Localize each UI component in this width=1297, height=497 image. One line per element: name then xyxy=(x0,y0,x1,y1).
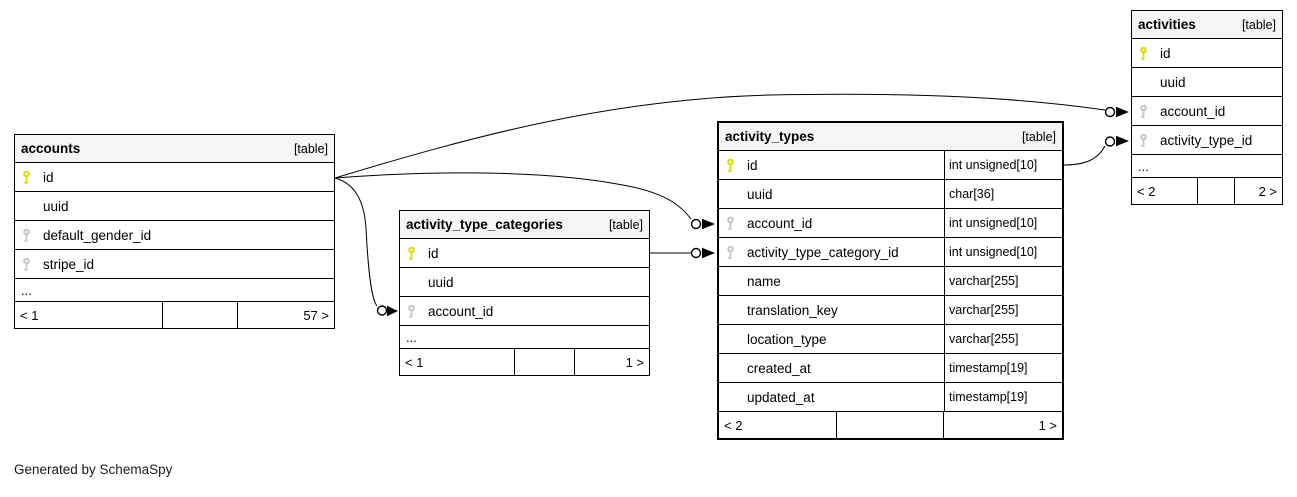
table-activity-type-categories[interactable]: activity_type_categories [table] id uuid… xyxy=(399,210,650,376)
table-tag: [table] xyxy=(293,141,328,156)
related-tables-pager: < 1 1 > xyxy=(400,349,649,375)
hidden-columns-row: ... xyxy=(15,279,334,302)
relationship-activity-types-activities xyxy=(1063,135,1129,166)
pager-middle xyxy=(515,349,575,375)
column-name: uuid xyxy=(428,274,454,290)
pager-middle xyxy=(163,302,238,328)
pager-right: 2 > xyxy=(1258,183,1277,199)
relationship-activity-type-categories-activity-types xyxy=(650,247,715,259)
column-name: account_id xyxy=(747,215,813,231)
column-name: uuid xyxy=(43,198,69,214)
foreign-key-icon xyxy=(406,304,428,319)
table-tag: [table] xyxy=(608,217,643,232)
column-row[interactable]: location_type varchar[255] xyxy=(719,325,1062,354)
column-type: int unsigned[10] xyxy=(944,238,1062,266)
column-name: id xyxy=(43,169,54,185)
column-name: updated_at xyxy=(747,389,815,405)
related-tables-pager: < 2 1 > xyxy=(719,412,1062,438)
pager-middle xyxy=(1198,178,1235,204)
column-row[interactable]: stripe_id xyxy=(15,250,334,279)
column-row[interactable]: translation_key varchar[255] xyxy=(719,296,1062,325)
hidden-columns-row: ... xyxy=(400,326,649,349)
column-row[interactable]: uuid xyxy=(1132,68,1282,97)
table-tag: [table] xyxy=(1241,17,1276,32)
column-row[interactable]: id xyxy=(1132,39,1282,68)
column-row[interactable]: uuid char[36] xyxy=(719,180,1062,209)
table-header[interactable]: activities [table] xyxy=(1132,11,1282,39)
relationship-accounts-activity-type-categories xyxy=(334,177,398,317)
column-row[interactable]: activity_type_id xyxy=(1132,126,1282,155)
foreign-key-icon xyxy=(1138,104,1160,119)
column-name: account_id xyxy=(428,303,494,319)
table-header[interactable]: activity_type_categories [table] xyxy=(400,211,649,239)
column-name: name xyxy=(747,273,781,289)
column-row[interactable]: activity_type_category_id int unsigned[1… xyxy=(719,238,1062,267)
primary-key-icon xyxy=(1138,46,1160,61)
column-name: uuid xyxy=(747,186,773,202)
related-tables-pager: < 1 57 > xyxy=(15,302,334,328)
primary-key-icon xyxy=(725,158,747,173)
column-name: default_gender_id xyxy=(43,227,152,243)
related-tables-pager: < 2 2 > xyxy=(1132,178,1282,204)
table-header[interactable]: activity_types [table] xyxy=(719,123,1062,151)
pager-left: < 2 xyxy=(1132,178,1198,204)
table-name: activity_types xyxy=(725,129,815,144)
column-row[interactable]: account_id xyxy=(1132,97,1282,126)
pager-right: 1 > xyxy=(1038,417,1057,433)
column-name: activity_type_category_id xyxy=(747,244,899,260)
column-name: id xyxy=(428,245,439,261)
primary-key-icon xyxy=(21,170,43,185)
column-name: id xyxy=(1160,45,1171,61)
pager-left: < 2 xyxy=(719,412,837,438)
foreign-key-icon xyxy=(1138,133,1160,148)
pager-left: < 1 xyxy=(15,302,163,328)
column-row[interactable]: id xyxy=(15,163,334,192)
column-type: timestamp[19] xyxy=(944,383,1062,411)
table-activities[interactable]: activities [table] id uuid account_id xyxy=(1131,10,1283,205)
hidden-columns-row: ... xyxy=(1132,155,1282,178)
pager-right: 57 > xyxy=(303,307,329,323)
column-type: varchar[255] xyxy=(944,325,1062,353)
foreign-key-icon xyxy=(21,257,43,272)
table-name: accounts xyxy=(21,141,81,156)
column-name: uuid xyxy=(1160,74,1186,90)
column-row[interactable]: id xyxy=(400,239,649,268)
column-type: varchar[255] xyxy=(944,267,1062,295)
generated-by-note: Generated by SchemaSpy xyxy=(14,462,173,477)
column-name: translation_key xyxy=(747,302,838,318)
table-header[interactable]: accounts [table] xyxy=(15,135,334,163)
column-type: varchar[255] xyxy=(944,296,1062,324)
column-type: timestamp[19] xyxy=(944,354,1062,382)
table-accounts[interactable]: accounts [table] id uuid default_gender_… xyxy=(14,134,335,329)
table-name: activity_type_categories xyxy=(406,217,563,232)
table-tag: [table] xyxy=(1021,129,1056,144)
foreign-key-icon xyxy=(725,245,747,260)
column-row[interactable]: id int unsigned[10] xyxy=(719,151,1062,180)
column-name: activity_type_id xyxy=(1160,132,1253,148)
column-name: location_type xyxy=(747,331,827,347)
pager-middle xyxy=(837,412,944,438)
primary-key-icon xyxy=(406,246,428,261)
column-row[interactable]: created_at timestamp[19] xyxy=(719,354,1062,383)
column-row[interactable]: uuid xyxy=(400,268,649,297)
column-row[interactable]: default_gender_id xyxy=(15,221,334,250)
column-name: account_id xyxy=(1160,103,1226,119)
column-type: int unsigned[10] xyxy=(944,209,1062,237)
column-row[interactable]: name varchar[255] xyxy=(719,267,1062,296)
pager-left: < 1 xyxy=(400,349,515,375)
table-name: activities xyxy=(1138,17,1196,32)
column-row[interactable]: uuid xyxy=(15,192,334,221)
column-type: int unsigned[10] xyxy=(944,151,1062,179)
column-type: char[36] xyxy=(944,180,1062,208)
column-row[interactable]: updated_at timestamp[19] xyxy=(719,383,1062,412)
column-row[interactable]: account_id int unsigned[10] xyxy=(719,209,1062,238)
foreign-key-icon xyxy=(725,216,747,231)
column-name: id xyxy=(747,157,758,173)
column-row[interactable]: account_id xyxy=(400,297,649,326)
column-name: stripe_id xyxy=(43,256,95,272)
foreign-key-icon xyxy=(21,228,43,243)
table-activity-types[interactable]: activity_types [table] id int unsigned[1… xyxy=(717,121,1064,440)
pager-right: 1 > xyxy=(625,354,644,370)
column-name: created_at xyxy=(747,360,811,376)
